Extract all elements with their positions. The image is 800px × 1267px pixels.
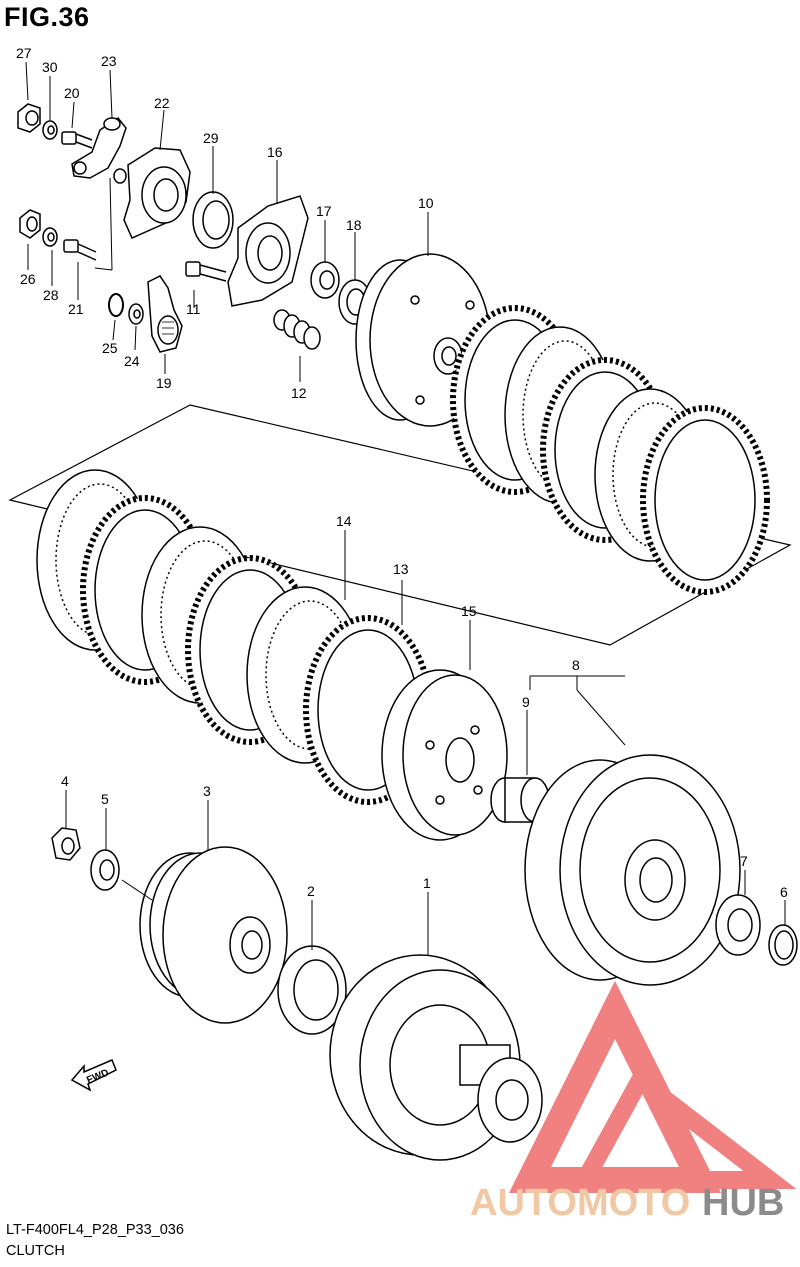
callout-22: 22 (154, 95, 170, 111)
part-17-bearing (310, 261, 340, 299)
figure-code: LT-F400FL4_P28_P33_036 (6, 1222, 184, 1238)
callout-17: 17 (316, 203, 332, 219)
part-4-nut (51, 827, 81, 861)
callout-27: 27 (16, 45, 32, 61)
part-30-washer (42, 120, 58, 140)
watermark-logo (508, 980, 797, 1193)
callout-20: 20 (64, 85, 80, 101)
callout-2: 2 (307, 883, 315, 899)
plate-pack-outline (8, 404, 792, 646)
part-28-washer (42, 227, 58, 247)
part-29-bearing (192, 191, 234, 249)
part-5-washer (90, 849, 120, 891)
callout-8: 8 (572, 657, 580, 673)
part-27-nut (17, 103, 41, 133)
callout-16: 16 (267, 144, 283, 160)
callout-12: 12 (291, 385, 307, 401)
callout-28: 28 (43, 287, 59, 303)
part-1-clutch-drum (329, 954, 543, 1161)
fwd-arrow: FWD (70, 1059, 117, 1092)
part-7-washer (715, 894, 761, 956)
callout-23: 23 (101, 53, 117, 69)
part-19-release-arm (147, 275, 183, 353)
part-20-bolt (61, 131, 93, 149)
part-25-circlip (108, 293, 124, 317)
watermark-text-1: AUTOMOTO (470, 1182, 690, 1224)
part-11-bolt (185, 261, 227, 282)
callout-25: 25 (102, 340, 118, 356)
callout-21: 21 (68, 301, 84, 317)
part-6-circlip (768, 924, 798, 966)
callout-3: 3 (203, 783, 211, 799)
part-23-lifter-cam (71, 116, 127, 184)
part-2-one-way-bearing (277, 945, 347, 1035)
callout-1: 1 (423, 875, 431, 891)
callout-7: 7 (740, 853, 748, 869)
part-26-nut (19, 209, 41, 239)
upper-friction-plate-3 (640, 405, 770, 595)
callout-5: 5 (101, 791, 109, 807)
callout-10: 10 (418, 195, 434, 211)
callout-29: 29 (203, 130, 219, 146)
part-15-plate (381, 669, 508, 841)
part-21-bolt (63, 239, 97, 261)
callout-30: 30 (42, 59, 58, 75)
callout-4: 4 (61, 773, 69, 789)
part-8-clutch-housing (524, 754, 741, 986)
callout-19: 19 (156, 375, 172, 391)
callout-11: 11 (186, 301, 201, 317)
figure-name: CLUTCH (6, 1243, 65, 1259)
callout-15: 15 (461, 603, 477, 619)
callout-14: 14 (336, 513, 352, 529)
callout-6: 6 (780, 884, 788, 900)
callout-18: 18 (346, 217, 362, 233)
leader-lines (25, 61, 786, 955)
part-12-springs (273, 309, 321, 350)
part-16-pressure-plate (227, 195, 309, 307)
callout-24: 24 (124, 353, 140, 369)
callout-9: 9 (522, 694, 530, 710)
callout-13: 13 (393, 561, 409, 577)
part-24-washer (128, 303, 144, 325)
callout-26: 26 (20, 271, 36, 287)
part-22-lifter-plate (123, 147, 191, 239)
part-3-clutch-hub (139, 846, 288, 1024)
figure-title: FIG.36 (4, 2, 90, 32)
watermark-text-2: HUB (702, 1182, 784, 1224)
